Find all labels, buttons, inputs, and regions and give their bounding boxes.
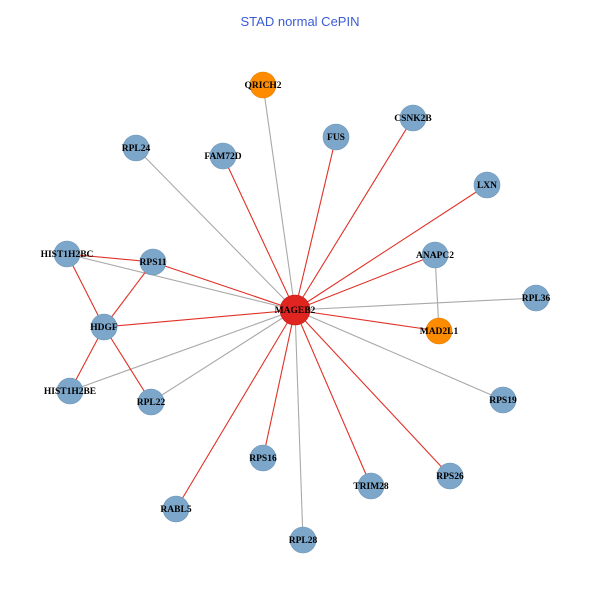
- node-RPS16: RPS16: [249, 444, 277, 472]
- node-TRIM28: TRIM28: [353, 472, 389, 500]
- edge-MAGEB2-RPL36: [294, 297, 537, 311]
- edge-MAGEB2-RPL24: [135, 147, 296, 311]
- edge-HIST1H2BC-HDGF: [66, 253, 105, 328]
- node-circle-RPL24: [122, 134, 150, 162]
- edge-MAGEB2-FAM72D: [222, 155, 296, 311]
- node-circle-RPL22: [137, 388, 165, 416]
- edge-MAGEB2-CSNK2B: [294, 117, 414, 311]
- edge-MAGEB2-FUS: [294, 136, 337, 311]
- edge-HDGF-RPL22: [103, 326, 152, 403]
- plot-title: STAD normal CePIN: [240, 14, 360, 29]
- node-RPS26: RPS26: [436, 462, 464, 490]
- node-circle-LXN: [473, 171, 501, 199]
- edge-MAGEB2-ANAPC2: [294, 254, 436, 311]
- node-circle-HDGF: [90, 313, 118, 341]
- node-circle-CSNK2B: [399, 104, 427, 132]
- node-ANAPC2: ANAPC2: [416, 241, 454, 269]
- node-circle-RPS26: [436, 462, 464, 490]
- edge-MAGEB2-HIST1H2BE: [69, 309, 296, 392]
- edge-RPS11-HDGF: [103, 261, 154, 328]
- edge-MAGEB2-HIST1H2BC: [66, 253, 296, 311]
- edge-MAGEB2-LXN: [294, 184, 488, 311]
- edge-MAGEB2-RPL22: [150, 309, 296, 403]
- edge-MAGEB2-MAD2L1: [294, 309, 440, 332]
- node-circle-RPS11: [139, 248, 167, 276]
- node-FUS: FUS: [322, 123, 350, 151]
- node-MAD2L1: MAD2L1: [420, 317, 459, 345]
- edge-HIST1H2BC-RPS11: [66, 253, 154, 263]
- node-circle-MAD2L1: [425, 317, 453, 345]
- node-HIST1H2BE: HIST1H2BE: [44, 377, 96, 405]
- node-RPL22: RPL22: [137, 388, 166, 416]
- node-circle-RABL5: [162, 495, 190, 523]
- edge-MAGEB2-TRIM28: [294, 309, 372, 487]
- edge-MAGEB2-HDGF: [103, 309, 296, 328]
- node-CSNK2B: CSNK2B: [394, 104, 432, 132]
- node-circle-FUS: [322, 123, 350, 151]
- edge-MAGEB2-RPS19: [294, 309, 504, 401]
- edge-MAGEB2-RABL5: [175, 309, 296, 510]
- node-circle-ANAPC2: [421, 241, 449, 269]
- edge-layer: [66, 84, 537, 541]
- node-QRICH2: QRICH2: [245, 71, 282, 99]
- node-FAM72D: FAM72D: [204, 142, 242, 170]
- node-circle-RPS16: [249, 444, 277, 472]
- node-RPL28: RPL28: [289, 526, 318, 554]
- node-circle-MAGEB2: [279, 294, 311, 326]
- edge-MAGEB2-RPL28: [294, 309, 304, 541]
- node-circle-TRIM28: [357, 472, 385, 500]
- node-circle-HIST1H2BE: [56, 377, 84, 405]
- edge-MAGEB2-RPS16: [262, 309, 296, 459]
- edge-MAGEB2-RPS11: [152, 261, 296, 311]
- node-circle-RPL28: [289, 526, 317, 554]
- node-circle-HIST1H2BC: [53, 240, 81, 268]
- node-RPL36: RPL36: [522, 284, 551, 312]
- node-LXN: LXN: [473, 171, 501, 199]
- node-MAGEB2: MAGEB2: [275, 294, 316, 326]
- node-HIST1H2BC: HIST1H2BC: [41, 240, 94, 268]
- node-RABL5: RABL5: [160, 495, 192, 523]
- edge-MAGEB2-QRICH2: [262, 84, 296, 311]
- node-circle-QRICH2: [249, 71, 277, 99]
- node-HDGF: HDGF: [90, 313, 118, 341]
- node-circle-RPS19: [489, 386, 517, 414]
- node-RPL24: RPL24: [122, 134, 151, 162]
- node-circle-RPL36: [522, 284, 550, 312]
- node-circle-FAM72D: [209, 142, 237, 170]
- edge-MAGEB2-RPS26: [294, 309, 451, 477]
- node-RPS19: RPS19: [489, 386, 517, 414]
- node-RPS11: RPS11: [139, 248, 167, 276]
